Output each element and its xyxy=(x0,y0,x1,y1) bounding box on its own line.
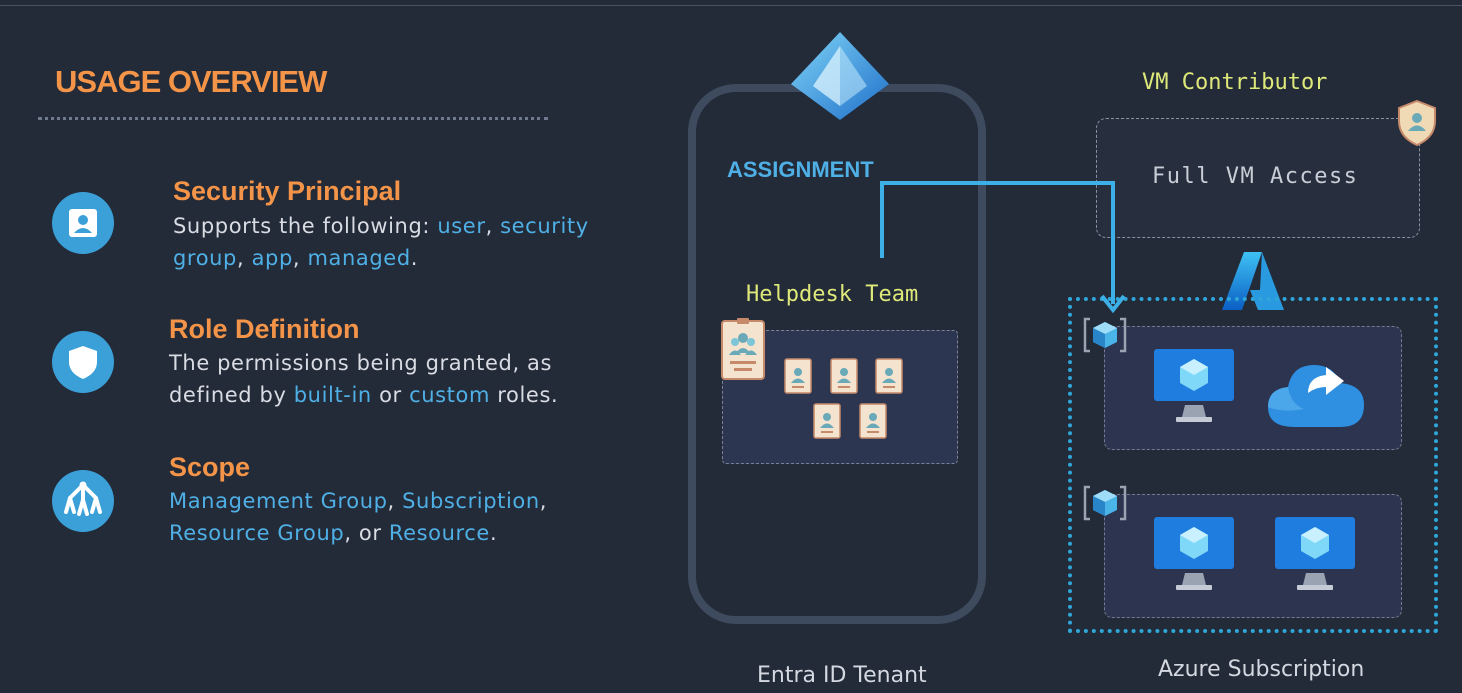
text-segment: , xyxy=(485,214,501,238)
highlight-term: built-in xyxy=(293,383,372,407)
highlight-term: security xyxy=(500,214,589,238)
vm-monitor-icon xyxy=(1154,517,1234,590)
text-segment: defined by xyxy=(169,383,294,407)
text-segment: . xyxy=(410,246,419,270)
hierarchy-icon xyxy=(52,470,114,532)
security-principal-line2: group, app, managed. xyxy=(173,242,418,274)
role-shield-icon xyxy=(1398,99,1436,147)
member-badge-icon xyxy=(859,403,887,439)
heading-role-definition: Role Definition xyxy=(169,314,360,344)
text-segment: , xyxy=(539,489,548,513)
group-badge-icon xyxy=(721,318,765,380)
azure-subscription-caption: Azure Subscription xyxy=(1158,657,1365,682)
role-definition-box xyxy=(1096,118,1420,238)
entra-id-logo-icon xyxy=(791,32,889,120)
highlight-term: Resource xyxy=(388,521,490,545)
vm-monitor-icon xyxy=(1154,349,1234,422)
page-title: USAGE OVERVIEW xyxy=(55,64,327,99)
text-segment: , xyxy=(237,246,252,270)
text-segment: . xyxy=(489,521,498,545)
azure-subscription-scope xyxy=(1068,297,1438,633)
role-name: VM Contributor xyxy=(1142,70,1328,95)
member-badge-icon xyxy=(875,358,903,394)
scope-line1: Management Group, Subscription, xyxy=(169,485,547,517)
cloud-sync-icon xyxy=(1268,365,1364,427)
assignment-label: ASSIGNMENT xyxy=(727,157,874,182)
highlight-term: managed xyxy=(307,246,411,270)
user-card-icon xyxy=(52,192,114,254)
resource-group-icon xyxy=(1083,485,1127,521)
member-badges xyxy=(784,358,903,439)
shield-icon xyxy=(52,331,114,393)
security-principal-line1: Supports the following: user, security xyxy=(173,210,589,242)
top-divider xyxy=(0,5,1462,6)
vm-monitor-icon xyxy=(1275,517,1355,590)
text-segment: , or xyxy=(344,521,389,545)
text-segment: or xyxy=(371,383,410,407)
highlight-term: group xyxy=(173,246,237,270)
highlight-term: app xyxy=(251,246,293,270)
member-badge-icon xyxy=(830,358,858,394)
highlight-term: custom xyxy=(409,383,490,407)
member-badge-icon xyxy=(813,403,841,439)
highlight-term: Resource Group xyxy=(169,521,345,545)
scope-line2: Resource Group, or Resource. xyxy=(169,517,497,549)
highlight-term: Management Group xyxy=(169,489,388,513)
text-segment: , xyxy=(387,489,403,513)
highlight-term: Subscription xyxy=(402,489,540,513)
highlight-term: user xyxy=(437,214,486,238)
role-definition-line1: The permissions being granted, as xyxy=(169,347,552,379)
heading-security-principal: Security Principal xyxy=(173,176,402,206)
text-segment: Supports the following: xyxy=(173,214,438,238)
entra-tenant-caption: Entra ID Tenant xyxy=(757,663,927,688)
heading-scope: Scope xyxy=(169,452,251,482)
text-segment: The permissions being granted, as xyxy=(169,351,553,375)
role-definition-line2: defined by built-in or custom roles. xyxy=(169,379,558,411)
resource-group-icon xyxy=(1083,317,1127,353)
role-permission-text: Full VM Access xyxy=(1152,164,1359,189)
helpdesk-team-label: Helpdesk Team xyxy=(746,282,919,307)
text-segment: roles. xyxy=(490,383,559,407)
text-segment: , xyxy=(292,246,308,270)
azure-logo-icon xyxy=(1222,252,1284,310)
title-underline xyxy=(38,117,548,120)
member-badge-icon xyxy=(784,358,812,394)
